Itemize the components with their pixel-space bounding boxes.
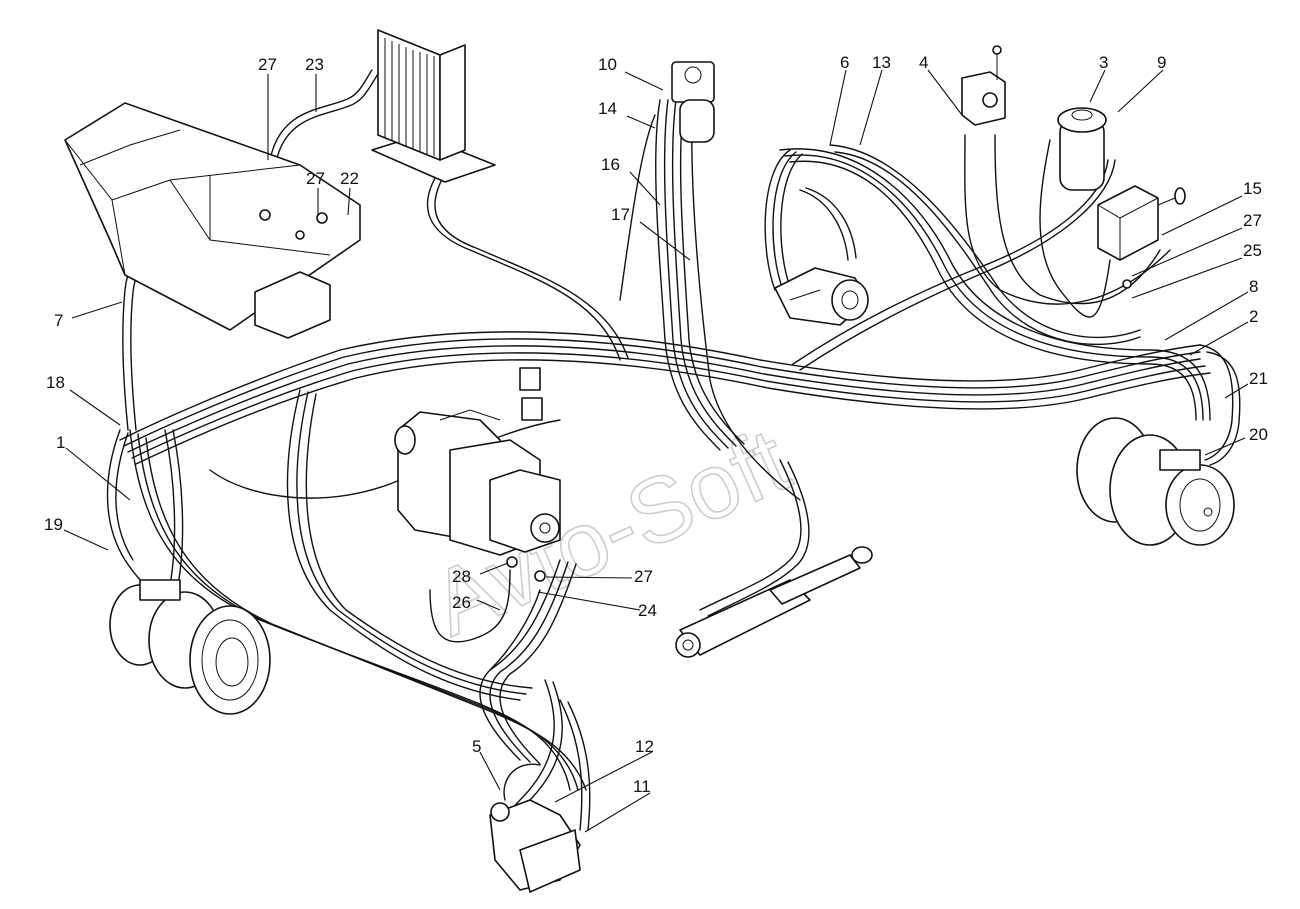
hose-bundles: [106, 69, 1241, 831]
fitting-27-pump: [534, 570, 546, 582]
leader-lines: [63, 69, 1249, 833]
callout-7: 7: [54, 311, 63, 330]
callout-9: 9: [1157, 53, 1166, 72]
valve-15: [1097, 185, 1186, 261]
hose-14: [619, 114, 656, 301]
callout-20: 20: [1249, 425, 1268, 444]
filter-3: [1057, 107, 1107, 191]
valve-4: [961, 45, 1006, 126]
fitting-27-valve: [1122, 279, 1132, 289]
hose-23: [269, 69, 373, 161]
callout-4: 4: [919, 53, 928, 72]
callout-13: 13: [872, 53, 891, 72]
hydraulic-cylinder: [675, 546, 873, 658]
valve-block-22: [254, 209, 331, 339]
callout-11: 11: [633, 777, 651, 796]
callout-6: 6: [840, 53, 849, 72]
callout-5: 5: [472, 737, 481, 756]
callout-19: 19: [44, 515, 63, 534]
fitting-28: [506, 556, 518, 568]
hose-bundle-main: [119, 331, 1211, 465]
callout-23: 23: [305, 55, 324, 74]
callout-1: 1: [56, 433, 65, 452]
hose-cooler-out: [426, 169, 621, 361]
callout-26: 26: [452, 593, 471, 612]
hose-bundle-right: [779, 134, 1211, 421]
callout-3: 3: [1099, 53, 1108, 72]
hydraulic-tank: [64, 102, 361, 331]
pump-bottom: [489, 799, 581, 893]
wheel-motor-left: [109, 579, 271, 715]
main-pump: [394, 367, 561, 556]
wheel-motor-right: [1076, 417, 1235, 546]
callout-15: 15: [1243, 179, 1262, 198]
callout-28: 28: [452, 567, 471, 586]
filter-10: [671, 61, 715, 143]
callout-10: 10: [598, 55, 617, 74]
callout-22: 22: [340, 169, 359, 188]
callout-24: 24: [638, 601, 657, 620]
hose-19: [106, 429, 151, 591]
callout-27-tank: 27: [306, 169, 325, 188]
hose-24: [489, 589, 541, 671]
callout-21: 21: [1249, 369, 1268, 388]
callout-27-valve: 27: [1243, 211, 1262, 230]
callout-18: 18: [46, 373, 65, 392]
callout-25: 25: [1243, 241, 1262, 260]
callout-16: 16: [601, 155, 620, 174]
callout-2: 2: [1249, 307, 1258, 326]
hose-bundle-center: [655, 99, 801, 501]
callout-14: 14: [598, 99, 617, 118]
callout-labels: 27 23 27 22 10 14 16 17 6 13 4 3 9 15 27…: [44, 53, 1268, 796]
oil-cooler: [371, 29, 496, 183]
callout-27-pump: 27: [634, 567, 653, 586]
hose-6-loop: [764, 149, 791, 291]
hydraulic-motor-6: [774, 267, 869, 326]
callout-8: 8: [1249, 277, 1258, 296]
callout-12: 12: [635, 737, 654, 756]
hose-11: [559, 699, 583, 831]
callout-17: 17: [611, 205, 630, 224]
hose-21: [1199, 344, 1234, 461]
callout-27-top: 27: [258, 55, 277, 74]
hose-26: [429, 569, 511, 643]
hose-cylinder: [699, 459, 802, 611]
hose-5: [503, 763, 541, 801]
